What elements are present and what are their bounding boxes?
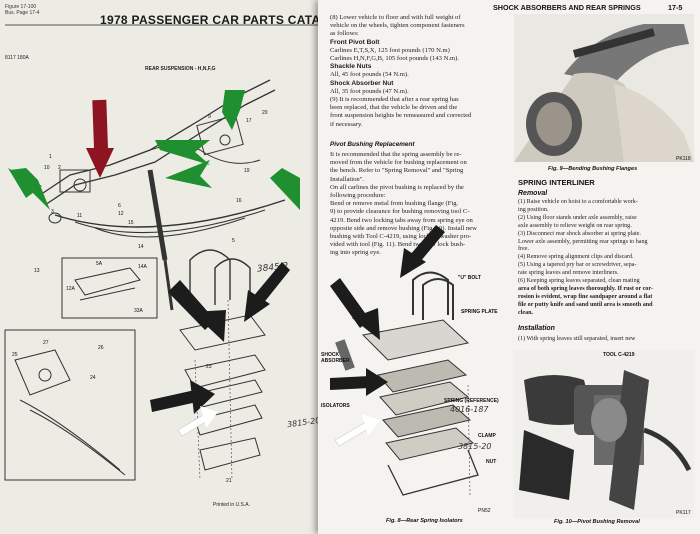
fig8-isolator-diagram <box>335 271 479 496</box>
callout: 5 <box>232 238 235 244</box>
callout: 1 <box>49 154 52 160</box>
callout: 11 <box>77 213 83 219</box>
callout: 20 <box>262 110 268 116</box>
spring-plate-label: SPRING PLATE <box>461 309 498 315</box>
left-catalog-page: Figure 17-100 Bus. Page 17-4 1978 PASSEN… <box>0 0 330 534</box>
shock-absorber-label: SHOCK ABSORBER <box>321 352 350 364</box>
fig10-code: PK117 <box>676 510 691 516</box>
callout: 17 <box>246 118 252 124</box>
installation-heading: Installation <box>518 325 555 332</box>
fig10-caption: Fig. 10—Pivot Bushing Removal <box>554 519 640 525</box>
isolators-label: ISOLATORS <box>321 403 350 409</box>
bus-page-reference: Bus. Page 17-4 <box>5 10 40 16</box>
nut-label: NUT <box>486 459 497 465</box>
callout: 26 <box>98 345 104 351</box>
fig9-caption: Fig. 9—Bending Bushing Flanges <box>548 166 638 172</box>
callout: 14A <box>138 264 147 270</box>
fig9-photo <box>514 14 694 162</box>
pivot-bushing-heading: Pivot Bushing Replacement <box>330 141 415 148</box>
page-number: 17-5 <box>668 3 683 12</box>
shackle-label: Shackle Nuts <box>330 63 372 71</box>
figure-reference: Figure 17-100 <box>5 4 37 10</box>
callout: 14 <box>138 244 144 250</box>
callout: 25 <box>12 352 18 358</box>
callout: 23 <box>206 364 212 370</box>
handwritten-part-number: 3815-20 <box>458 442 492 451</box>
installation-step: (1) With spring leaves still separated, … <box>518 336 636 342</box>
callout: 13 <box>34 268 40 274</box>
shock-nut-label: Shock Absorber Nut <box>330 79 394 87</box>
callout: 3 <box>51 209 54 215</box>
callout: 12A <box>66 286 75 292</box>
spring-interliner-heading: SPRING INTERLINER <box>518 178 595 187</box>
diagram-title: REAR SUSPENSION - H,N,F,G <box>145 66 216 72</box>
callout: 9 <box>208 114 211 120</box>
fig9-code: PK118 <box>676 156 691 162</box>
fig8-caption: Fig. 8—Rear Spring Isolators <box>386 518 463 524</box>
part-reference: 8117 180A <box>5 55 29 61</box>
right-manual-page: SHOCK ABSORBERS AND REAR SPRINGS 17-5 (8… <box>318 0 700 534</box>
clamp-label: CLAMP <box>478 433 496 439</box>
callout: 24 <box>90 375 96 381</box>
tool-label: TOOL C-4219 <box>603 352 635 358</box>
callout: 12 <box>118 211 124 217</box>
front-pivot-label: Front Pivot Bolt <box>330 38 380 46</box>
callout: 22 <box>200 396 206 402</box>
spring-reference-label: SPRING (REFERENCE) <box>444 398 499 404</box>
step-8-text: (8) Lower vehicle to floor and with full… <box>330 14 472 128</box>
callout: 21 <box>226 478 232 484</box>
callout: 27 <box>43 340 49 346</box>
fig10-photo <box>514 350 694 518</box>
handwritten-part-number: 4016-187 <box>450 405 489 414</box>
page-header-title: SHOCK ABSORBERS AND REAR SPRINGS <box>493 3 641 12</box>
u-bolt-label: "U" BOLT <box>458 275 481 281</box>
catalog-title: 1978 PASSENGER CAR PARTS CATALOG <box>100 13 330 27</box>
callout: 33A <box>134 308 143 314</box>
callout: 2 <box>58 165 61 171</box>
callout: 8 <box>232 118 235 124</box>
printed-in-usa: Printed in U.S.A. <box>213 502 250 508</box>
callout: 5A <box>96 261 103 267</box>
fig8-code: PN52 <box>478 508 491 514</box>
callout: 6 <box>118 203 121 209</box>
callout: 15 <box>128 220 134 226</box>
callout: 19 <box>244 168 250 174</box>
callout: 10 <box>44 165 50 171</box>
callout: 16 <box>236 198 242 204</box>
removal-steps: (1) Raise vehicle on hoist to a comforta… <box>518 199 653 316</box>
removal-heading: Removal <box>518 190 548 197</box>
pivot-bushing-text: It is recommended that the spring assemb… <box>330 151 477 257</box>
